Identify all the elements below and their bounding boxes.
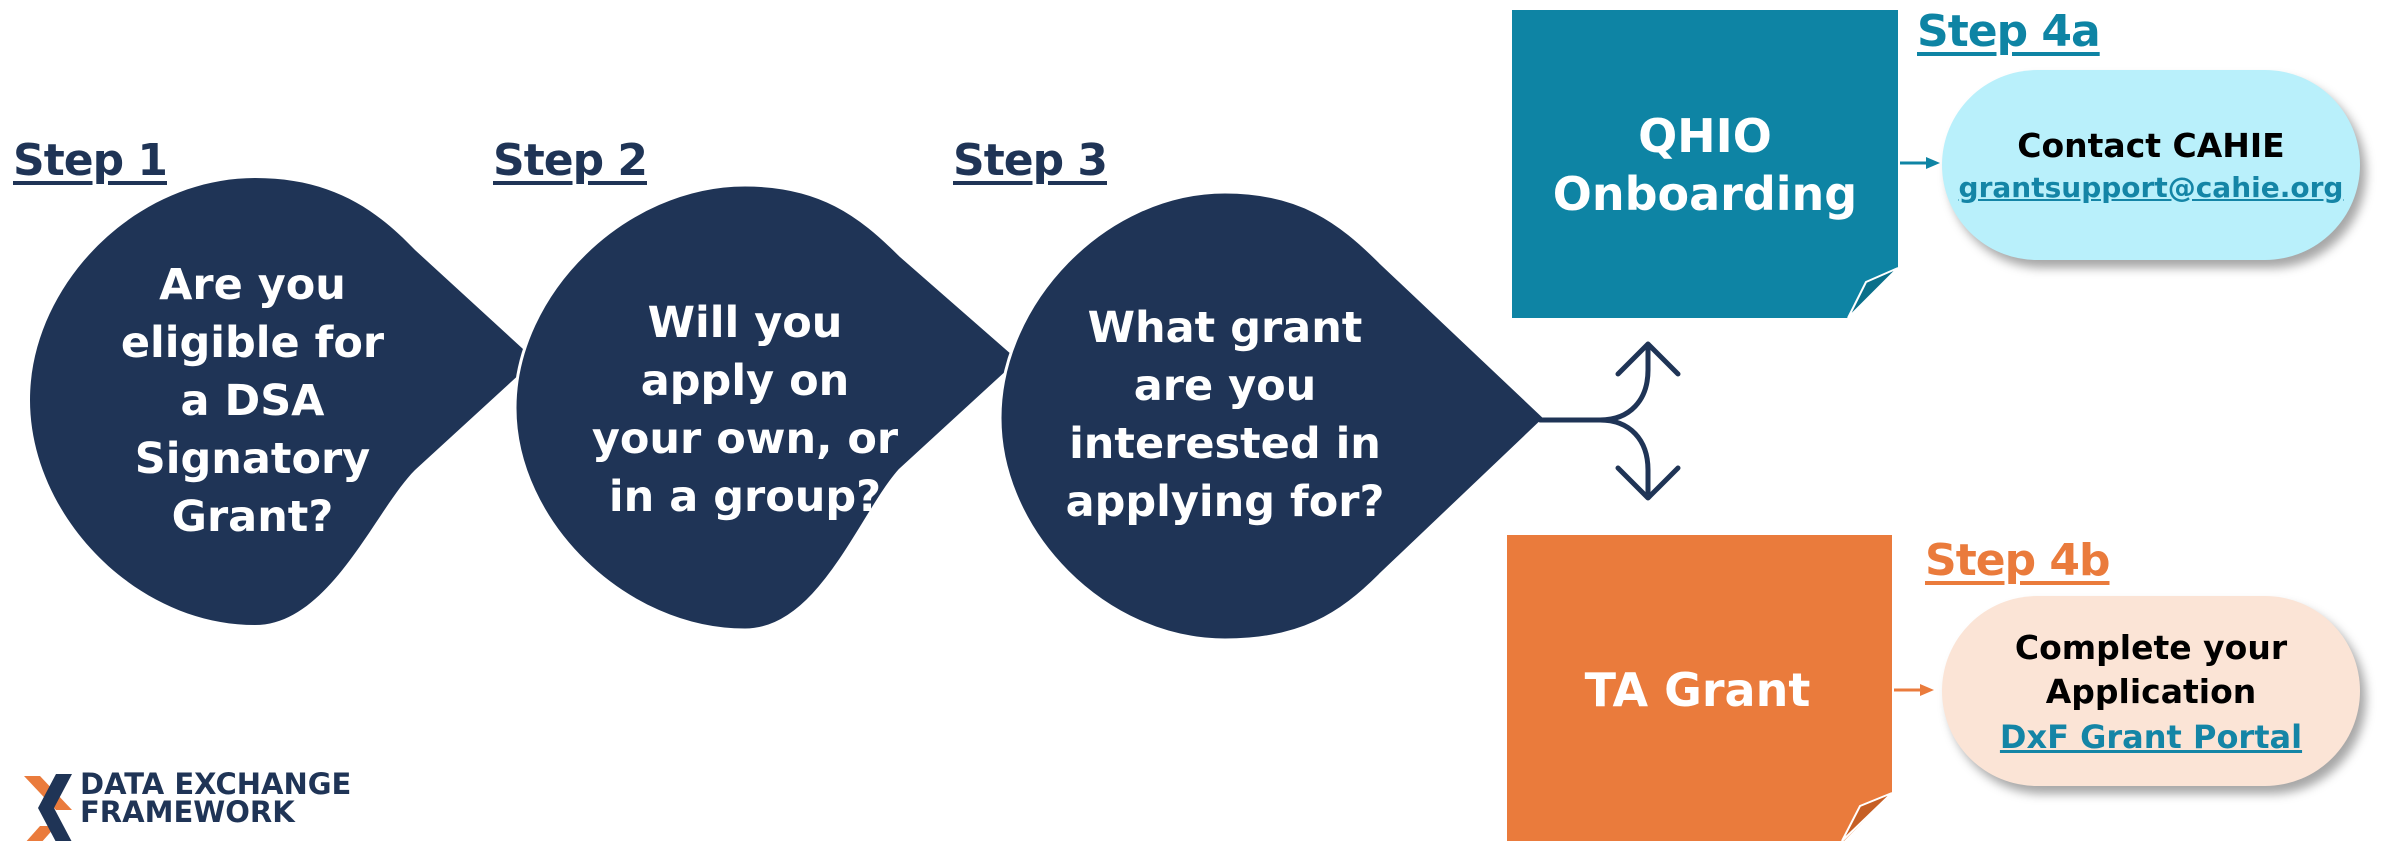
qhio-onboarding-title: QHIO Onboarding — [1552, 109, 1858, 221]
contact-cahie-pill: Contact CAHIE grantsupport@cahie.org — [1942, 70, 2360, 260]
logo-text: DATA EXCHANGE FRAMEWORK — [80, 767, 352, 829]
contact-cahie-text: Contact CAHIE — [2017, 126, 2285, 165]
step4b-label: Step 4b — [1925, 535, 2110, 586]
ta-grant-title: TA Grant — [1584, 663, 1811, 717]
grantsupport-email-link[interactable]: grantsupport@cahie.org — [1958, 171, 2344, 204]
step2-label: Step 2 — [493, 135, 648, 186]
x-mark-logo — [24, 774, 72, 841]
step2-drop-shape — [513, 183, 1023, 632]
logo-line2: FRAMEWORK — [80, 795, 295, 829]
qhio-box-shape — [1512, 10, 1898, 318]
step4a-label: Step 4a — [1917, 6, 2101, 57]
step3-question: What grant are you interested in applyin… — [1065, 303, 1385, 527]
step3-drop-shape — [998, 190, 1548, 642]
arrow-right-icon — [1900, 157, 1940, 169]
step1-drop-shape — [30, 178, 535, 625]
step1-label: Step 1 — [13, 135, 168, 186]
qhio-box-curl — [1847, 267, 1899, 319]
step1-question: Are you eligible for a DSA Signatory Gra… — [120, 259, 385, 542]
fork-arrow-icon — [1537, 341, 1681, 501]
step2-question: Will you apply on your own, or in a grou… — [591, 298, 899, 522]
ta-grant-box-curl — [1841, 792, 1893, 841]
complete-application-pill: Complete your Application DxF Grant Port… — [1942, 596, 2360, 786]
arrow-right-icon — [1894, 684, 1934, 696]
complete-application-text: Complete your Application — [2014, 628, 2288, 711]
step3-label: Step 3 — [953, 135, 1108, 186]
dxf-grant-portal-link[interactable]: DxF Grant Portal — [1999, 718, 2303, 756]
ta-grant-box-shape — [1507, 535, 1892, 841]
logo-line1: DATA EXCHANGE — [80, 767, 352, 801]
